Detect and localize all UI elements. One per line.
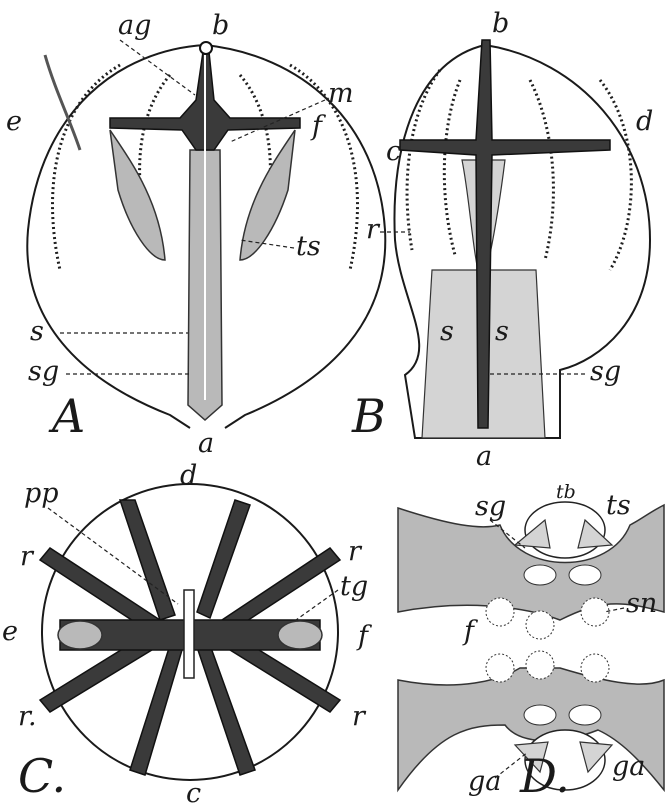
panel-a: ag b m e f ts s sg a A <box>6 10 385 459</box>
panel-c-label-d: d <box>180 460 197 491</box>
panel-c-label-f: f <box>356 621 372 652</box>
panel-c-label-r2: r <box>348 536 363 567</box>
panel-a-tentacle <box>45 55 80 150</box>
panel-a-label-f: f <box>310 111 326 142</box>
panel-d-label-sg: sg <box>475 491 506 522</box>
panel-a-label-m: m <box>328 78 354 109</box>
panel-c-label-r3: r. <box>18 701 37 732</box>
panel-b-label-s1: s <box>440 316 454 347</box>
panel-d-caption: D. <box>519 749 570 803</box>
panel-c-tentacle-bulb-right <box>278 621 322 649</box>
panel-a-label-ts: ts <box>296 231 321 262</box>
panel-c-pharynx <box>184 590 194 678</box>
panel-a-label-sg: sg <box>28 356 59 387</box>
panel-b-label-r: r <box>366 214 381 245</box>
panel-c-tentacle-bulb-left <box>58 621 102 649</box>
panel-c-leader-tg <box>296 590 338 620</box>
panel-c-label-e: e <box>2 616 18 647</box>
panel-d-label-tb: tb <box>556 481 576 503</box>
panel-b-comb-row-left <box>407 70 440 250</box>
panel-b-comb-row-right <box>600 80 631 270</box>
panel-a-label-e: e <box>6 106 22 137</box>
panel-d-label-f: f <box>462 616 478 647</box>
panel-a-comb-row-left <box>53 65 121 270</box>
panel-d-label-ts: ts <box>606 490 631 521</box>
panel-a-tentacle-sheath-left <box>110 130 165 260</box>
panel-c-label-pp: pp <box>24 478 59 509</box>
panel-a-tentacle-sheath-right <box>240 130 295 260</box>
panel-d-label-ga2: ga <box>612 751 645 782</box>
panel-a-label-s: s <box>30 316 44 347</box>
panel-b-label-c: c <box>386 136 401 167</box>
panel-c: d pp r r tg e f r. r c C. <box>2 460 372 805</box>
panel-c-label-r1: r <box>20 541 35 572</box>
panel-b: b c d r s s sg a B <box>351 8 653 472</box>
panel-b-label-a: a <box>476 441 492 472</box>
panel-b-label-sg: sg <box>590 356 621 387</box>
panel-c-label-c: c <box>186 778 201 805</box>
panel-d-label-ga1: ga <box>468 766 501 797</box>
panel-b-label-s2: s <box>495 316 509 347</box>
panel-c-label-r4: r <box>352 701 367 732</box>
panel-b-caption: B <box>351 389 386 443</box>
panel-a-label-ag: ag <box>118 10 151 41</box>
panel-b-comb-row-inner-left <box>444 80 460 255</box>
panel-b-label-d: d <box>636 106 653 137</box>
panel-c-label-tg: tg <box>340 571 368 602</box>
panel-b-label-b: b <box>492 8 509 39</box>
panel-d-label-sn: sn <box>626 588 657 619</box>
panel-a-label-a: a <box>198 428 214 459</box>
panel-c-caption: C. <box>18 749 66 803</box>
panel-a-sense-organ <box>200 42 212 54</box>
panel-d: tb sg ts f sn ga ga D. <box>398 481 664 803</box>
panel-b-comb-row-inner-right <box>530 80 553 260</box>
panel-a-label-b: b <box>212 10 229 41</box>
panel-a-caption: A <box>48 389 85 443</box>
